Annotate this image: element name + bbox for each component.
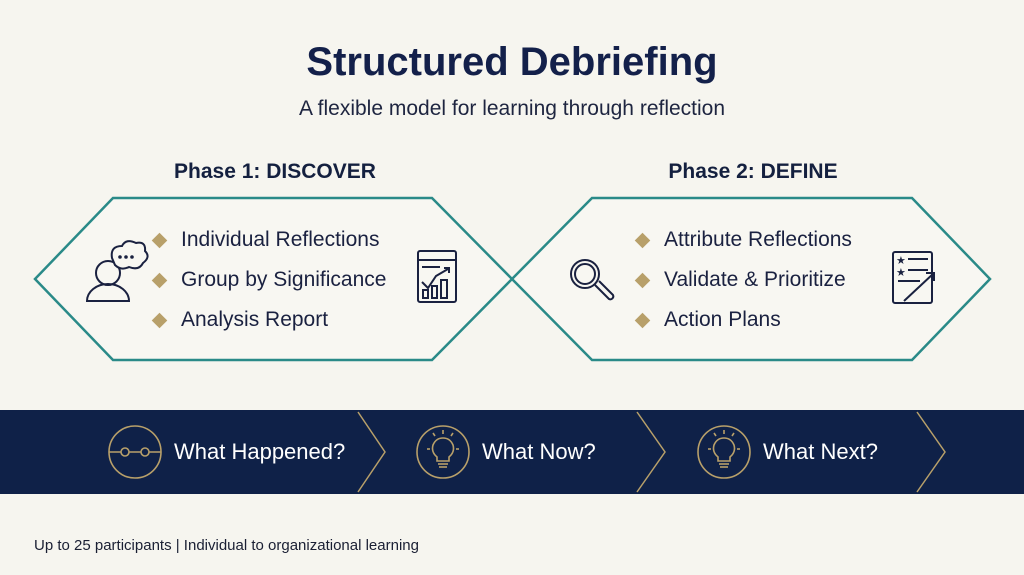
list-item: Attribute Reflections: [633, 220, 852, 260]
list-item: Group by Significance: [150, 260, 386, 300]
chevron-icon: [916, 411, 946, 493]
chart-report-icon: [417, 250, 457, 303]
phase-2-list: Attribute Reflections Validate & Priorit…: [633, 220, 852, 340]
step-label: What Next?: [763, 439, 878, 464]
phase-2-hexagon: [510, 196, 992, 362]
list-item: Analysis Report: [150, 300, 386, 340]
chevron-dividers: [357, 411, 946, 493]
diamond-bullet-icon: [634, 272, 651, 288]
list-item-label: Action Plans: [664, 308, 781, 331]
diamond-bullet-icon: [634, 232, 651, 248]
diamond-bullet-icon: [151, 312, 168, 328]
list-item-label: Validate & Prioritize: [664, 268, 846, 291]
svg-text:★: ★: [896, 255, 906, 267]
diamond-bullet-icon: [634, 312, 651, 328]
chevron-icon: [636, 411, 666, 493]
page-title: Structured Debriefing: [306, 40, 718, 84]
phase-1-list: Individual Reflections Group by Signific…: [150, 220, 386, 340]
magnifier-icon: [570, 259, 615, 301]
timeline-icon: [108, 425, 162, 479]
list-item-label: Analysis Report: [181, 308, 329, 331]
list-item-label: Individual Reflections: [181, 228, 380, 251]
step-what-now: What Now?: [416, 410, 596, 494]
svg-text:★: ★: [896, 267, 906, 279]
step-label: What Happened?: [174, 439, 346, 464]
checklist-arrow-icon: ★ ★: [892, 251, 935, 304]
person-thought-bubble-icon: [85, 240, 149, 302]
footer-note: Up to 25 participants | Individual to or…: [34, 537, 419, 554]
step-label: What Now?: [482, 439, 596, 464]
lightbulb-icon: [697, 425, 751, 479]
step-what-next: What Next?: [697, 410, 878, 494]
list-item: Individual Reflections: [150, 220, 386, 260]
list-item: Action Plans: [633, 300, 852, 340]
chevron-icon: [357, 411, 386, 493]
process-banner: [0, 410, 1024, 494]
list-item-label: Group by Significance: [181, 268, 387, 291]
phase-1-title: Phase 1: DISCOVER: [174, 160, 376, 183]
list-item: Validate & Prioritize: [633, 260, 852, 300]
list-item-label: Attribute Reflections: [664, 228, 852, 251]
lightbulb-icon: [416, 425, 470, 479]
diamond-bullet-icon: [151, 232, 168, 248]
step-what-happened: What Happened?: [108, 410, 345, 494]
page-subtitle: A flexible model for learning through re…: [298, 97, 726, 120]
phase-2-title: Phase 2: DEFINE: [668, 160, 838, 183]
diamond-bullet-icon: [151, 272, 168, 288]
